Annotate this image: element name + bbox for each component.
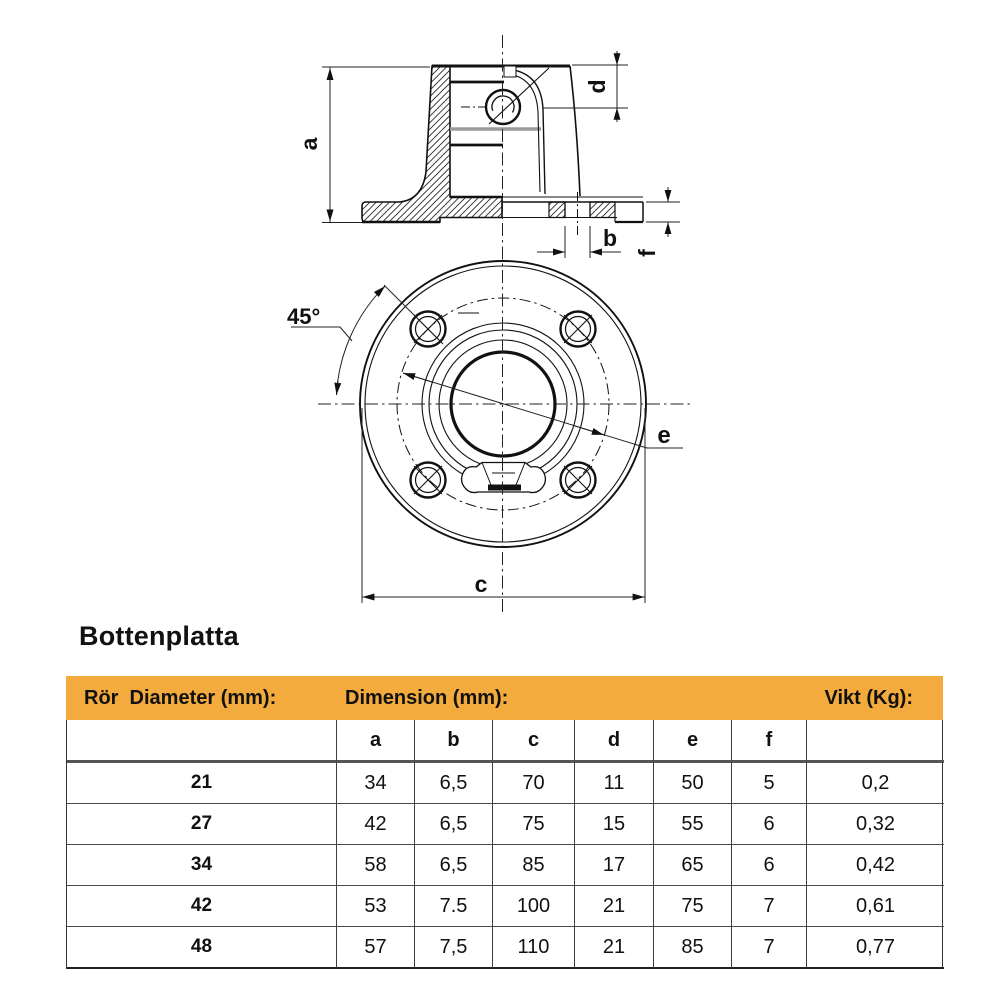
dim-letter-d: d <box>575 720 654 763</box>
table-cell: 0,61 <box>807 886 944 927</box>
dimension-e: e <box>402 372 683 449</box>
center-lines <box>318 35 692 612</box>
table-cell: 85 <box>654 927 732 969</box>
table-cell: 55 <box>654 804 732 845</box>
table-cell: 6,5 <box>415 804 493 845</box>
table-cell-diameter: 48 <box>67 927 337 969</box>
table-cell: 21 <box>575 886 654 927</box>
header-dimension: Dimension (mm): <box>345 687 509 709</box>
page-title: Bottenplatta <box>79 621 239 651</box>
table-cell: 58 <box>337 845 415 886</box>
spec-table: Rör Diameter (mm): Dimension (mm): Vikt … <box>66 676 944 969</box>
dim-label-b: b <box>603 225 617 251</box>
dim-label-c: c <box>475 571 488 597</box>
table-cell: 65 <box>654 845 732 886</box>
dimensions: a d b f <box>287 51 683 603</box>
table-cell: 57 <box>337 927 415 969</box>
dim-label-e: e <box>657 422 670 449</box>
table-cell: 0,42 <box>807 845 944 886</box>
dimension-d: d <box>543 51 628 122</box>
dim-letter-e: e <box>654 720 732 763</box>
dimension-a: a <box>296 66 430 223</box>
bolt-hole <box>409 461 447 499</box>
subheader-empty <box>67 720 337 763</box>
dim-letter-b: b <box>415 720 493 763</box>
table-cell: 7 <box>732 886 807 927</box>
bolt-hole <box>559 310 597 348</box>
dim-letter-a: a <box>337 720 415 763</box>
table-cell: 6 <box>732 845 807 886</box>
dim-label-a: a <box>296 137 322 150</box>
table-cell: 53 <box>337 886 415 927</box>
table-cell-diameter: 42 <box>67 886 337 927</box>
table-cell: 21 <box>575 927 654 969</box>
table-cell: 50 <box>654 763 732 804</box>
subheader-empty <box>807 720 944 763</box>
table-cell: 6,5 <box>415 845 493 886</box>
table-cell: 7 <box>732 927 807 969</box>
table-cell: 7.5 <box>415 886 493 927</box>
table-cell: 0,2 <box>807 763 944 804</box>
dim-label-d: d <box>584 79 610 93</box>
dim-letter-c: c <box>493 720 575 763</box>
table-cell-diameter: 34 <box>67 845 337 886</box>
dimension-angle-45: 45° <box>287 284 444 396</box>
table-cell: 17 <box>575 845 654 886</box>
table-cell: 11 <box>575 763 654 804</box>
dimension-b: b <box>537 225 621 258</box>
table-cell: 75 <box>654 886 732 927</box>
section-hatch-bolt-right <box>589 201 616 219</box>
header-diameter: Rör Diameter (mm): <box>84 687 277 709</box>
header-weight: Vikt (Kg): <box>824 687 913 709</box>
table-cell: 110 <box>493 927 575 969</box>
table-grid: a b c d e f 21 34 6,5 70 11 50 5 0,2 27 … <box>66 720 944 969</box>
technical-drawing: a d b f <box>287 35 692 612</box>
table-cell: 34 <box>337 763 415 804</box>
table-cell: 0,32 <box>807 804 944 845</box>
bolt-hole <box>559 461 597 499</box>
dim-label-angle: 45° <box>287 304 320 329</box>
table-cell: 5 <box>732 763 807 804</box>
dimension-f: f <box>634 187 680 257</box>
dim-label-f: f <box>634 249 660 257</box>
table-cell: 6,5 <box>415 763 493 804</box>
table-cell: 15 <box>575 804 654 845</box>
table-cell-diameter: 27 <box>67 804 337 845</box>
dim-letter-f: f <box>732 720 807 763</box>
table-cell: 75 <box>493 804 575 845</box>
table-header-band: Rör Diameter (mm): Dimension (mm): Vikt … <box>66 676 943 720</box>
table-cell: 85 <box>493 845 575 886</box>
table-cell: 0,77 <box>807 927 944 969</box>
table-cell: 7,5 <box>415 927 493 969</box>
table-cell: 100 <box>493 886 575 927</box>
table-cell: 70 <box>493 763 575 804</box>
table-cell-diameter: 21 <box>67 763 337 804</box>
section-hatch-bolt-left <box>548 201 566 219</box>
dimension-c: c <box>361 408 646 603</box>
table-cell: 6 <box>732 804 807 845</box>
clamp-slot-detail <box>460 461 547 494</box>
table-cell: 42 <box>337 804 415 845</box>
